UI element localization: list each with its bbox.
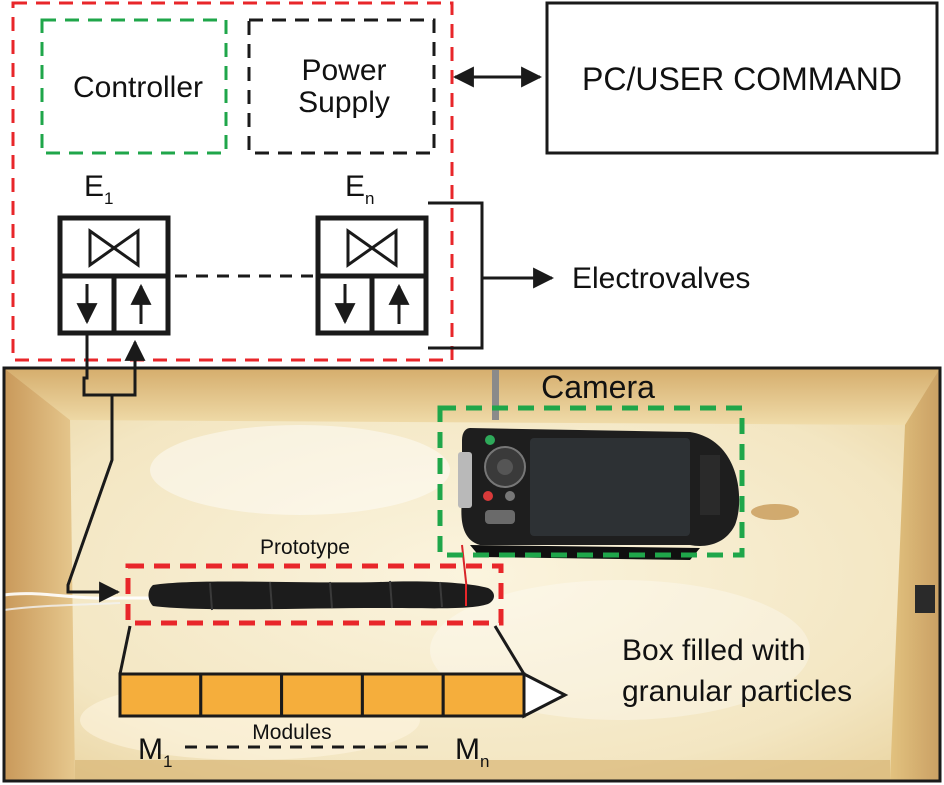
- camera-device: [458, 428, 740, 560]
- box-label-line2: granular particles: [622, 675, 852, 708]
- prototype-label: Prototype: [260, 536, 350, 559]
- granular-patch: [150, 425, 450, 515]
- valve-symbol-icon: [88, 228, 140, 268]
- camera-rod: [492, 370, 499, 420]
- wall-clamp: [915, 585, 935, 613]
- module-expand-line-right: [493, 625, 526, 675]
- valve-en-label: En: [345, 170, 374, 208]
- pc-command-label: PC/USER COMMAND: [582, 61, 902, 97]
- module-m1-label: M1: [138, 733, 172, 771]
- module-expand-line-left: [118, 625, 132, 675]
- electrovalves-label: Electrovalves: [572, 262, 750, 295]
- wood-wall-left: [4, 368, 75, 781]
- power-supply-box: [247, 18, 436, 155]
- module-cell: [441, 672, 526, 718]
- granular-hole: [751, 504, 799, 520]
- tube-line: [84, 339, 146, 397]
- modules-label: Modules: [252, 721, 331, 744]
- wood-wall-bottom: [75, 760, 890, 781]
- power-supply-label-line1: Power: [301, 54, 386, 87]
- valve-e1-label: E1: [84, 170, 113, 208]
- prototype-body: [148, 580, 494, 611]
- box-label-line1: Box filled with: [622, 634, 805, 667]
- module-cell: [360, 672, 445, 718]
- controller-label: Controller: [73, 71, 203, 104]
- module-cell: [118, 672, 203, 718]
- valve-symbol-icon: [346, 228, 398, 268]
- tube-cable: [3, 602, 121, 611]
- module-cell: [280, 672, 364, 718]
- photo-panel: [3, 368, 940, 781]
- modules-strip: [118, 672, 526, 718]
- electrovalve-en: En: [315, 170, 429, 336]
- electrovalves-bracket: [428, 201, 484, 350]
- photo-frame: [2, 366, 942, 783]
- module-mn-label: Mn: [455, 733, 489, 771]
- camera-highlight-box: [437, 405, 745, 558]
- module-cell: [199, 672, 284, 718]
- prototype-highlight-box: [125, 563, 504, 626]
- wood-wall-top: [4, 368, 940, 425]
- control-unit-group: [11, 1, 454, 362]
- electrovalve-e1: E1: [57, 170, 171, 336]
- camera-label: Camera: [541, 369, 655, 405]
- power-supply-label-line2: Supply: [298, 86, 390, 119]
- pc-command-box: [545, 1, 939, 155]
- controller-box: [40, 18, 228, 155]
- wood-wall-right: [890, 368, 940, 781]
- module-tip: [522, 671, 569, 719]
